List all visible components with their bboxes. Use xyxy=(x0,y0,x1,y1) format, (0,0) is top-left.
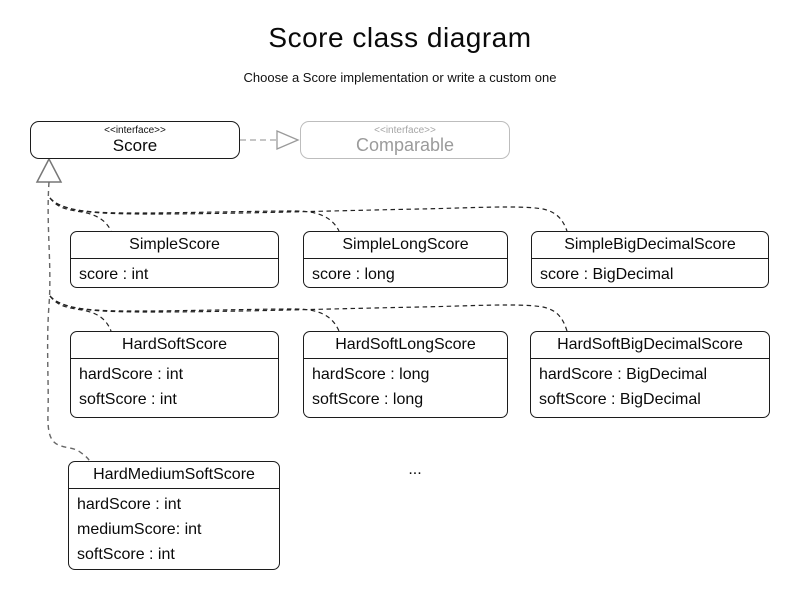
class-title: HardMediumSoftScore xyxy=(69,462,279,489)
score-stereotype: <<interface>> xyxy=(104,125,166,136)
edge-hardsoftbigdecimalscore xyxy=(49,295,568,332)
class-title: SimpleLongScore xyxy=(304,232,507,259)
class-attributes: hardScore : int softScore : int xyxy=(71,359,278,412)
score-name: Score xyxy=(112,136,158,155)
attribute: hardScore : long xyxy=(312,366,430,383)
class-title: HardSoftBigDecimalScore xyxy=(531,332,769,359)
class-hardsoftlongscore: HardSoftLongScore hardScore : long softS… xyxy=(303,331,508,418)
edge-simplelongscore xyxy=(49,197,340,232)
page-subtitle: Choose a Score implementation or write a… xyxy=(243,70,557,85)
page-title: Score class diagram xyxy=(268,22,532,53)
class-attributes: hardScore : BigDecimal softScore : BigDe… xyxy=(531,359,769,412)
attribute: score : BigDecimal xyxy=(540,266,674,283)
attribute: softScore : int xyxy=(77,546,175,563)
class-attributes: score : long xyxy=(304,259,507,287)
class-hardmediumsoftscore: HardMediumSoftScore hardScore : int medi… xyxy=(68,461,280,570)
comparable-name: Comparable xyxy=(355,135,455,155)
class-attributes: score : int xyxy=(71,259,278,287)
class-title: SimpleBigDecimalScore xyxy=(532,232,768,259)
attribute: mediumScore: int xyxy=(77,521,202,538)
attribute: hardScore : int xyxy=(79,366,184,383)
attribute: softScore : long xyxy=(312,391,424,408)
class-simplescore: SimpleScore score : int xyxy=(70,231,279,288)
attribute: softScore : int xyxy=(79,391,177,408)
interface-comparable: <<interface>> Comparable xyxy=(300,121,510,159)
class-hardsoftbigdecimalscore: HardSoftBigDecimalScore hardScore : BigD… xyxy=(530,331,770,418)
attribute: hardScore : BigDecimal xyxy=(539,366,708,383)
class-title: HardSoftScore xyxy=(71,332,278,359)
class-attributes: score : BigDecimal xyxy=(532,259,768,287)
class-title: HardSoftLongScore xyxy=(304,332,507,359)
edge-hardsoftlongscore xyxy=(49,295,340,332)
attribute: hardScore : int xyxy=(77,496,182,513)
class-hardsoftscore: HardSoftScore hardScore : int softScore … xyxy=(70,331,279,418)
class-simplelongscore: SimpleLongScore score : long xyxy=(303,231,508,288)
class-title: SimpleScore xyxy=(71,232,278,259)
class-attributes: hardScore : long softScore : long xyxy=(304,359,507,412)
generalization-arrowhead-icon xyxy=(35,157,63,183)
attribute: score : long xyxy=(312,266,395,283)
comparable-stereotype: <<interface>> xyxy=(374,125,436,136)
realization-arrowhead-icon xyxy=(276,130,300,150)
class-attributes: hardScore : int mediumScore: int softSco… xyxy=(69,489,279,567)
edge-hardsoftscore xyxy=(49,295,112,332)
interface-score: <<interface>> Score xyxy=(30,121,240,159)
edge-simplescore xyxy=(49,197,112,232)
attribute: score : int xyxy=(79,266,149,283)
attribute: softScore : BigDecimal xyxy=(539,391,701,408)
more-classes-ellipsis: ... xyxy=(408,461,422,478)
inheritance-trunk-edge xyxy=(46,181,91,462)
class-simplebigdecimalscore: SimpleBigDecimalScore score : BigDecimal xyxy=(531,231,769,288)
edge-simplebigdecimalscore xyxy=(49,197,568,232)
